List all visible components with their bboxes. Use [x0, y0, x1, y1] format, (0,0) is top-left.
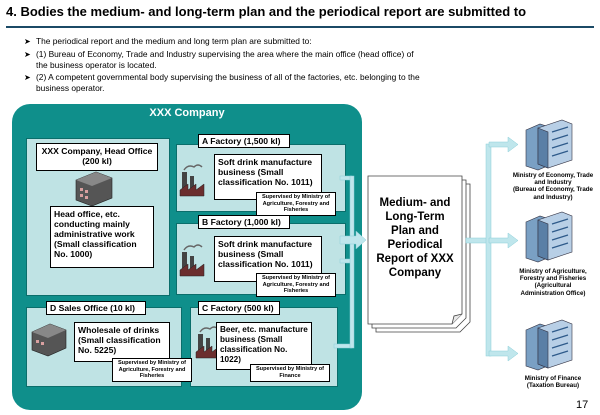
office-building-icon — [75, 171, 113, 207]
page-title: 4. Bodies the medium- and long-term plan… — [6, 4, 527, 19]
title-rule — [6, 26, 594, 28]
ministry-building-icon-1 — [525, 119, 573, 171]
report-line: Plan and — [391, 225, 439, 237]
ministry-arrows — [465, 136, 519, 362]
ministry-label-mof: Ministry of Finance (Taxation Bureau) — [510, 375, 596, 389]
report-line: Company — [388, 267, 442, 279]
factory-c-business: Beer, etc. manufacture business (Small c… — [216, 322, 312, 370]
ministry-line: and Industry) — [533, 193, 573, 201]
sales-office-business: Wholesale of drinks (Small classificatio… — [74, 322, 170, 362]
report-title: Medium- and Long-Term Plan and Periodica… — [368, 196, 462, 280]
arrow-to-report — [339, 230, 367, 250]
company-title: XXX Company — [149, 107, 225, 119]
factory-b-label: B Factory (1,000 kl) — [198, 215, 290, 229]
arrow-bullet-icon: ➤ — [24, 50, 31, 59]
ministry-line: Ministry of Economy, Trade — [512, 172, 594, 179]
ministry-line: (Taxation Bureau) — [526, 382, 580, 390]
bullet-2-line-2: the business operator is located. — [36, 60, 157, 70]
bullet-1: ➤ The periodical report and the medium an… — [24, 36, 312, 47]
ministry-line: (Bureau of Economy, Trade — [513, 186, 593, 194]
sales-office-label: D Sales Office (10 kl) — [46, 301, 146, 315]
ministry-line: and Industry — [534, 179, 572, 187]
ministry-label-meti: Ministry of Economy, Trade and Industry … — [510, 172, 596, 201]
factory-a-supervisor: Supervised by Ministry of Agriculture, F… — [256, 192, 336, 216]
factory-icon-a — [179, 164, 205, 197]
factory-b-supervisor: Supervised by Ministry of Agriculture, F… — [256, 273, 336, 297]
bullet-3-line-1: (2) A competent governmental body superv… — [36, 72, 420, 82]
head-office-business: Head office, etc. conducting mainly admi… — [50, 206, 154, 268]
ministry-line: Forestry and Fisheries — [519, 275, 587, 283]
factory-icon-c — [195, 326, 221, 359]
head-office-label: XXX Company, Head Office (200 kl) — [36, 143, 158, 171]
report-line: Medium- and — [379, 197, 451, 209]
sales-office-building-icon — [31, 323, 67, 357]
ministry-building-icon-2 — [525, 211, 573, 263]
factory-a-label: A Factory (1,500 kl) — [198, 134, 290, 148]
report-line: Long-Term — [385, 211, 445, 223]
ministry-label-maff: Ministry of Agriculture, Forestry and Fi… — [510, 268, 596, 297]
connector-vertical — [349, 175, 355, 349]
arrow-bullet-icon: ➤ — [24, 37, 31, 46]
report-document-icon — [367, 175, 471, 333]
sales-office-supervisor: Supervised by Ministry of Agriculture, F… — [112, 358, 192, 382]
report-line: Report of XXX — [376, 253, 454, 265]
bullet-2: ➤ (1) Bureau of Economy, Trade and Indust… — [24, 49, 414, 71]
report-line: Periodical — [387, 239, 443, 251]
arrow-bullet-icon: ➤ — [24, 73, 31, 82]
factory-c-label: C Factory (500 kl) — [198, 301, 280, 315]
factory-icon-b — [179, 244, 205, 277]
bullet-3: ➤ (2) A competent governmental body super… — [24, 72, 420, 94]
ministry-building-icon-3 — [525, 319, 573, 371]
connector-c — [333, 343, 353, 349]
ministry-line: Ministry of Finance — [524, 375, 582, 382]
page-number: 17 — [576, 399, 589, 411]
factory-c-supervisor: Supervised by Ministry of Finance — [250, 364, 330, 382]
ministry-line: Ministry of Agriculture, — [519, 268, 587, 275]
bullet-3-line-2: business operator. — [36, 83, 105, 93]
ministry-line: (Agricultural — [534, 282, 572, 290]
ministry-line: Administration Office) — [520, 289, 586, 297]
bullet-1-line-1: The periodical report and the medium and… — [36, 36, 312, 46]
bullet-2-line-1: (1) Bureau of Economy, Trade and Industr… — [36, 49, 414, 59]
